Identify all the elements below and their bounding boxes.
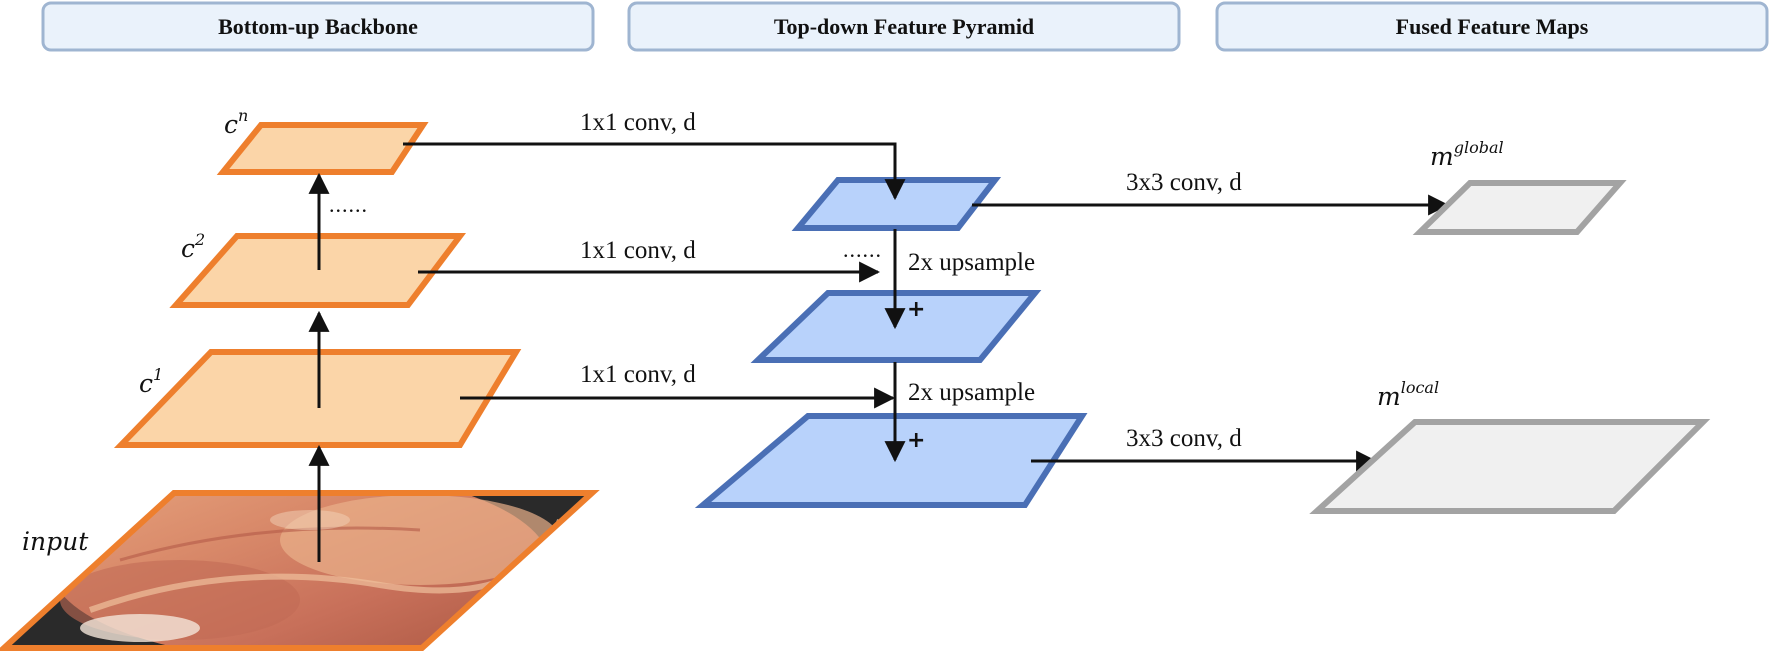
label-m-global: mglobal (1430, 138, 1504, 171)
label-c1: c1 (139, 365, 163, 398)
header-box-backbone (41, 1, 595, 52)
upsample-label-bottom: 2x upsample (908, 379, 1035, 406)
header-box-fused (1215, 1, 1769, 52)
backbone-dots: ...... (329, 192, 368, 217)
upsample-label-top: 2x upsample (908, 249, 1035, 276)
pyramid-layer-top (791, 177, 1002, 231)
header-box-pyramid (627, 1, 1181, 52)
plus-bottom: + (907, 428, 925, 453)
output-label-local: 3x3 conv, d (1126, 425, 1242, 452)
label-c2: c2 (181, 230, 205, 263)
lateral-label-top: 1x1 conv, d (580, 109, 696, 136)
lateral-label-mid: 1x1 conv, d (580, 237, 696, 264)
lateral-arrow-cn (403, 142, 906, 201)
header-backbone: Bottom-up Backbone (218, 14, 418, 39)
label-m-local: mlocal (1377, 378, 1439, 411)
pyramid-layer-bottom (694, 413, 1088, 508)
input-image (0, 490, 600, 651)
label-input: input (22, 527, 89, 556)
fused-map-global (1412, 180, 1627, 235)
pyramid-dots: ...... (843, 237, 882, 262)
header-pyramid: Top-down Feature Pyramid (774, 14, 1034, 39)
fused-map-local (1309, 419, 1711, 514)
output-label-global: 3x3 conv, d (1126, 169, 1242, 196)
backbone-layer-cn (216, 122, 429, 175)
label-cn: cn (224, 106, 248, 139)
backbone-layer-c2 (169, 233, 467, 308)
plus-top: + (907, 297, 925, 322)
lateral-label-bottom: 1x1 conv, d (580, 361, 696, 388)
header-fused: Fused Feature Maps (1396, 14, 1589, 39)
